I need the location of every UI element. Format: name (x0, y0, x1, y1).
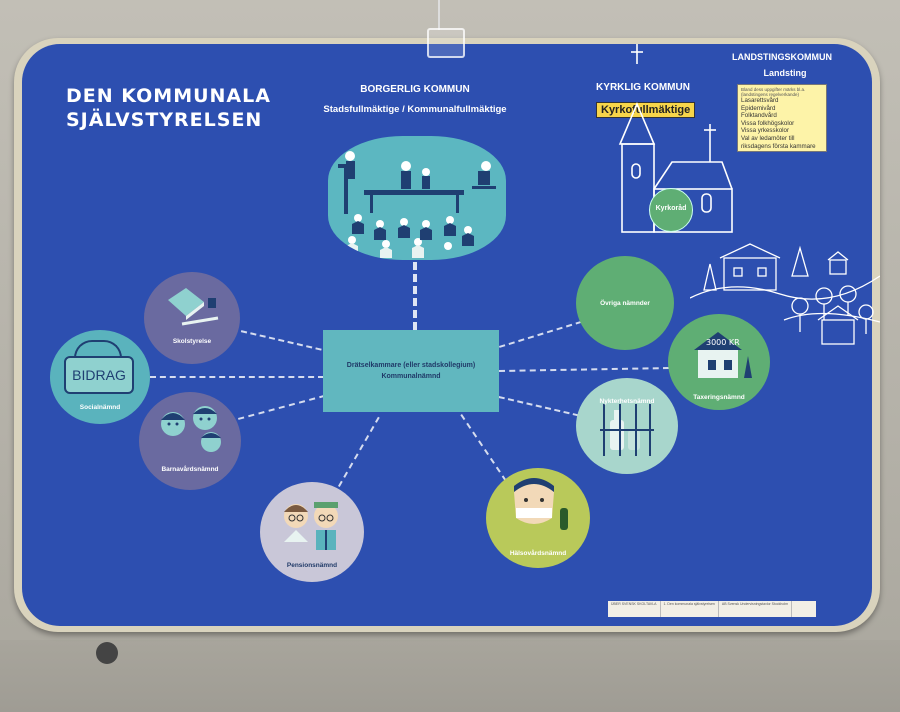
title-line-2: SJÄLVSTYRELSEN (66, 109, 263, 131)
kyrkorad-label: Kyrkoråd (655, 205, 687, 212)
duty-item: Epidemivård (741, 104, 776, 112)
pension-circle: Pensionsnämnd (260, 482, 364, 582)
bidrag-sign-icon: BIDRAG (64, 356, 134, 394)
house-tax-icon (694, 332, 752, 378)
duty-item: Lasarettsvård (741, 97, 779, 104)
duty-item: riksdagens första kammare (741, 142, 816, 150)
borgerlig-heading: BORGERLIG KOMMUN (360, 84, 470, 95)
chart-title: DEN KOMMUNALA SJÄLVSTYRELSEN (66, 84, 271, 132)
doctor-mask-icon (514, 478, 568, 530)
table-surface (0, 640, 900, 712)
duty-item: Vissa folkhögskolor (741, 119, 795, 127)
barnavard-label: Barnavårdsnämnd (161, 466, 219, 473)
hanging-wire (438, 0, 440, 30)
sign-handle-icon (74, 340, 122, 358)
skolstyrelse-label: Skolstyrelse (172, 338, 212, 345)
duty-item: Val av ledamöter till (741, 134, 795, 142)
tax-amount-sign: 3000 KR (706, 338, 740, 347)
bidrag-sign-text: BIDRAG (72, 367, 126, 383)
halsovard-label: Hälsovårdsnämnd (509, 550, 567, 557)
socialnamnd-circle: BIDRAG Socialnämnd (50, 330, 150, 424)
taxering-circle: 3000 KR Taxeringsnämnd (668, 314, 770, 410)
kyrklig-heading: KYRKLIG KOMMUN (596, 82, 690, 93)
skolstyrelse-circle: Skolstyrelse (144, 272, 240, 364)
nykterhet-label: Nykterhetsnämnd (599, 398, 655, 405)
landsting-duties-note: Bland dess uppgifter märks bl.a. (landst… (737, 84, 827, 152)
socialnamnd-label: Socialnämnd (79, 404, 121, 411)
pension-label: Pensionsnämnd (286, 562, 338, 569)
ovriga-circle: Övriga nämnder (576, 256, 674, 350)
bottle-behind-bars-icon (600, 404, 654, 456)
sticker-part: 1. Den kommunala självstyrelsen (661, 601, 719, 617)
landsting-sub: Landsting (763, 68, 807, 78)
taxering-label: Taxeringsnämnd (693, 394, 745, 401)
barnavard-circle: Barnavårdsnämnd (139, 392, 241, 490)
center-line-2: Kommunalnämnd (381, 373, 441, 380)
book-icon (168, 288, 219, 326)
halsovard-circle: Hälsovårdsnämnd (486, 468, 590, 568)
kyrkorad-circle: Kyrkoråd (649, 188, 693, 232)
sticker-part: ÜBER SVENSK SKOLTAVLA (608, 601, 661, 617)
note-intro: Bland dess uppgifter märks bl.a. (landst… (741, 87, 806, 97)
sticker-part: AB Svensk Undervisningstavlor Stockholm (719, 601, 793, 617)
children-faces-icon (161, 406, 221, 452)
connector-council-to-board (413, 262, 417, 330)
center-line-1: Drätselkammare (eller stadskollegium) (346, 362, 476, 369)
connector-socialnamnd (150, 376, 324, 378)
duty-item: Vissa yrkesskolor (741, 127, 790, 135)
landsting-landscape-illustration (690, 243, 880, 345)
kommunalnamnd-box: Drätselkammare (eller stadskollegium) Ko… (323, 330, 499, 412)
hanging-clip (427, 28, 465, 58)
table-grommet (96, 642, 118, 664)
ovriga-label: Övriga nämnder (600, 300, 650, 307)
council-meeting-illustration (328, 136, 506, 260)
borgerlig-councils: Stadsfullmäktige / Kommunalfullmäktige (323, 104, 507, 115)
landsting-heading: LANDSTINGSKOMMUN (732, 52, 832, 62)
kyrkofullmaktige-label: Kyrkofullmäktige (596, 102, 696, 118)
nykterhet-circle: Nykterhetsnämnd (576, 378, 678, 474)
duty-item: Folktandvård (741, 112, 777, 120)
duties-list: Lasarettsvård Epidemivård Folktandvård V… (741, 97, 823, 150)
publisher-sticker: ÜBER SVENSK SKOLTAVLA 1. Den kommunala s… (608, 601, 816, 617)
title-line-1: DEN KOMMUNALA (66, 85, 271, 107)
elderly-couple-icon (284, 502, 338, 550)
